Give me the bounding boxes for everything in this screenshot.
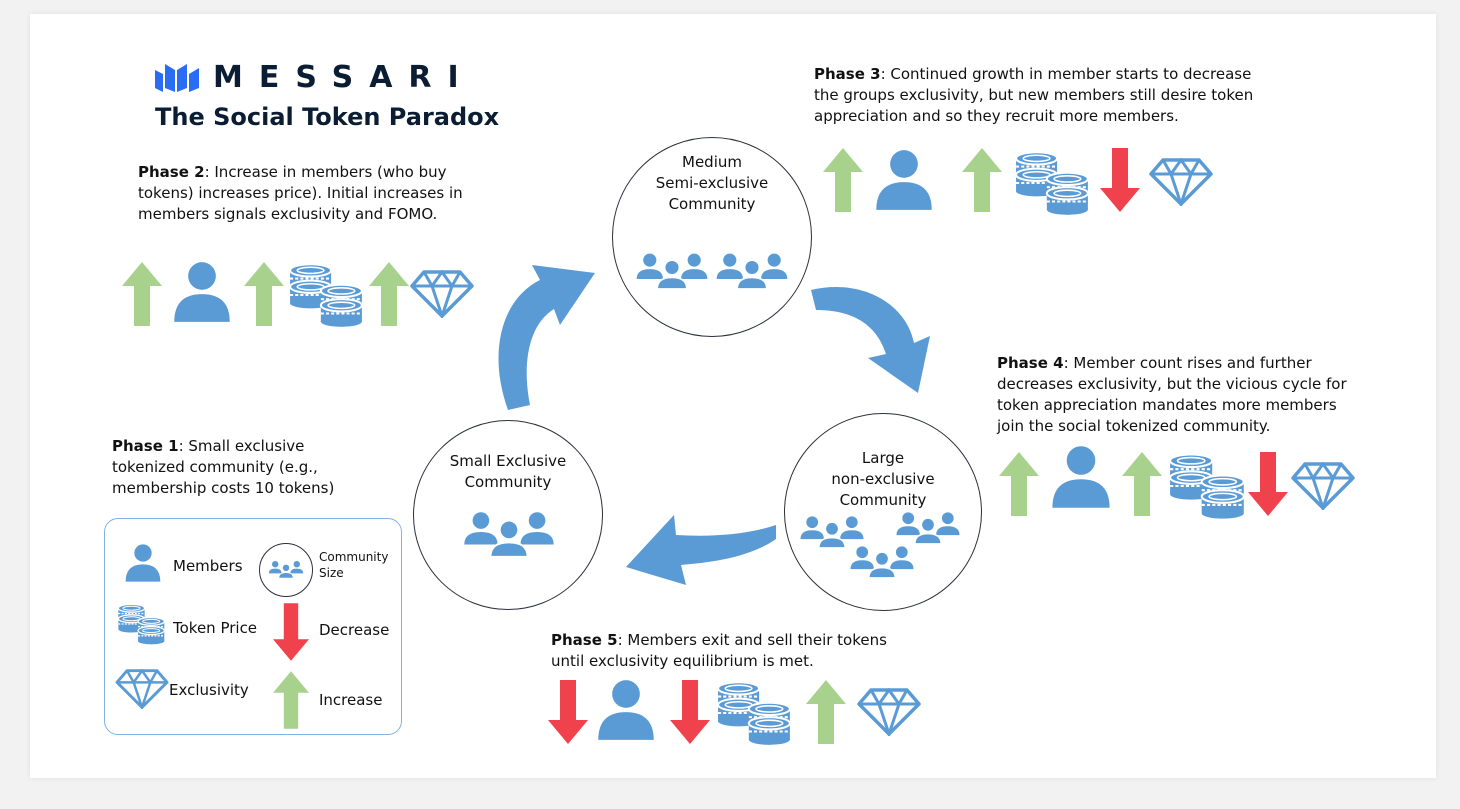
page-title: The Social Token Paradox — [155, 103, 500, 131]
legend-community-line1: Community — [319, 550, 389, 564]
diamond-icon — [856, 688, 922, 736]
member-icon — [123, 543, 163, 583]
community-group-icon — [462, 507, 556, 559]
phase-1-description: Phase 1: Small exclusive tokenized commu… — [112, 436, 352, 499]
up-arrow-icon — [1122, 452, 1162, 516]
diamond-icon — [1290, 462, 1356, 510]
legend-decrease-label: Decrease — [319, 621, 390, 639]
legend-exclusivity-label: Exclusivity — [169, 681, 249, 699]
member-icon — [594, 678, 658, 742]
phase-3-label: Phase 3 — [814, 65, 881, 83]
legend-community-circle — [259, 543, 313, 597]
up-arrow-icon — [273, 669, 309, 731]
member-icon — [170, 260, 234, 324]
down-arrow-icon — [273, 601, 309, 663]
legend-token-price-label: Token Price — [173, 619, 258, 637]
diamond-icon — [409, 270, 475, 318]
token-coins-icon — [288, 262, 366, 328]
up-arrow-icon — [244, 262, 284, 326]
community-group-icon — [635, 248, 709, 292]
phase-3-text: : Continued growth in member starts to d… — [814, 65, 1254, 125]
medium-community-label: Medium Semi-exclusive Community — [655, 153, 769, 213]
large-community-circle: Large non-exclusive Community — [784, 413, 982, 611]
community-group-icon — [715, 248, 789, 292]
phase-4-description: Phase 4: Member count rises and further … — [997, 353, 1357, 437]
down-arrow-icon — [1248, 452, 1288, 516]
phase-5-description: Phase 5: Members exit and sell their tok… — [551, 630, 911, 672]
diamond-icon — [115, 669, 169, 709]
community-group-icon — [849, 542, 915, 580]
community-group-icon — [268, 558, 304, 580]
phase-5-text: : Members exit and sell their tokens unt… — [551, 631, 887, 670]
small-community-circle: Small Exclusive Community — [413, 420, 603, 610]
large-community-label: Large non-exclusive Community — [831, 449, 935, 509]
legend-increase-label: Increase — [319, 691, 383, 709]
cycle-arrow-large-to-small — [626, 515, 776, 585]
up-arrow-icon — [122, 262, 162, 326]
cycle-arrow-small-to-medium — [498, 265, 595, 410]
member-icon — [872, 148, 936, 212]
legend-community-line2: Size — [319, 566, 344, 580]
cycle-arrow-medium-to-large — [811, 286, 930, 393]
phase-2-description: Phase 2: Increase in members (who buy to… — [138, 162, 478, 225]
brand-wordmark: MESSARI — [213, 59, 475, 95]
token-coins-icon — [716, 680, 794, 746]
up-arrow-icon — [369, 262, 409, 326]
down-arrow-icon — [1100, 148, 1140, 212]
phase-4-text: : Member count rises and further decreas… — [997, 354, 1347, 435]
phase-2-label: Phase 2 — [138, 163, 205, 181]
medium-community-circle: Medium Semi-exclusive Community — [612, 137, 812, 337]
up-arrow-icon — [999, 452, 1039, 516]
down-arrow-icon — [548, 680, 588, 744]
down-arrow-icon — [670, 680, 710, 744]
token-coins-icon — [1014, 150, 1092, 216]
phase-3-description: Phase 3: Continued growth in member star… — [814, 64, 1264, 127]
token-coins-icon — [117, 603, 167, 645]
up-arrow-icon — [806, 680, 846, 744]
member-icon — [1048, 444, 1114, 510]
legend-members-label: Members — [173, 557, 243, 575]
token-coins-icon — [1168, 452, 1248, 520]
up-arrow-icon — [823, 148, 863, 212]
phase-1-label: Phase 1 — [112, 437, 179, 455]
diamond-icon — [1148, 158, 1214, 206]
phase-4-label: Phase 4 — [997, 354, 1064, 372]
phase-5-label: Phase 5 — [551, 631, 618, 649]
community-group-icon — [895, 508, 961, 546]
messari-logo: MESSARI — [155, 59, 475, 95]
phase-2-text: : Increase in members (who buy tokens) i… — [138, 163, 463, 223]
up-arrow-icon — [962, 148, 1002, 212]
messari-logo-icon — [155, 64, 199, 92]
phase-1-text: : Small exclusive tokenized community (e… — [112, 437, 335, 497]
small-community-label: Small Exclusive Community — [449, 452, 567, 491]
